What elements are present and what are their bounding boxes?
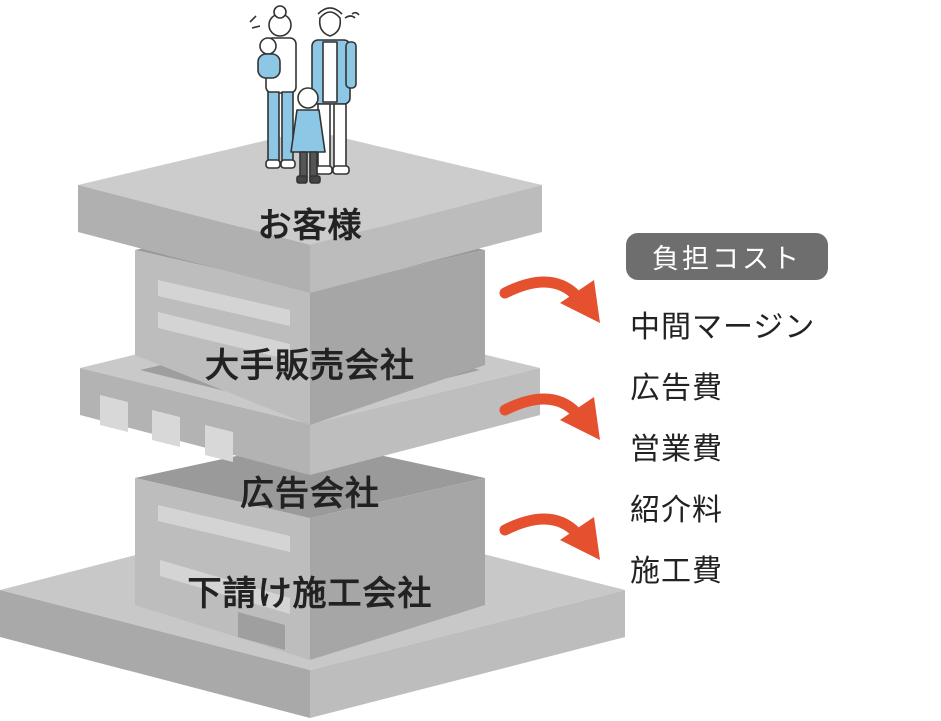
father-figure [311,7,360,175]
curved-arrow-icon [499,393,600,440]
layer-label-ad-agency: 広告会社 [240,474,380,514]
cost-item: 施工費 [630,554,723,589]
cost-item: 広告費 [630,371,723,406]
cost-header-badge: 負担コスト [626,233,828,280]
top-slab [78,130,542,293]
block-subcontractor [135,440,485,660]
curved-arrow-icon [499,513,600,560]
baby-figure [257,37,281,79]
layer-label-subcontractor: 下請け施工会社 [187,574,433,614]
child-figure [290,87,326,184]
cost-item: 中間マージン [630,310,816,345]
arrows [499,276,600,560]
layer-label-major-seller: 大手販売会社 [205,346,415,386]
family-illustration [249,5,360,184]
curved-arrow-icon [499,276,600,323]
cost-item: 紹介料 [630,493,723,528]
cost-item: 営業費 [630,432,723,467]
layer-label-customer: お客様 [257,206,363,246]
